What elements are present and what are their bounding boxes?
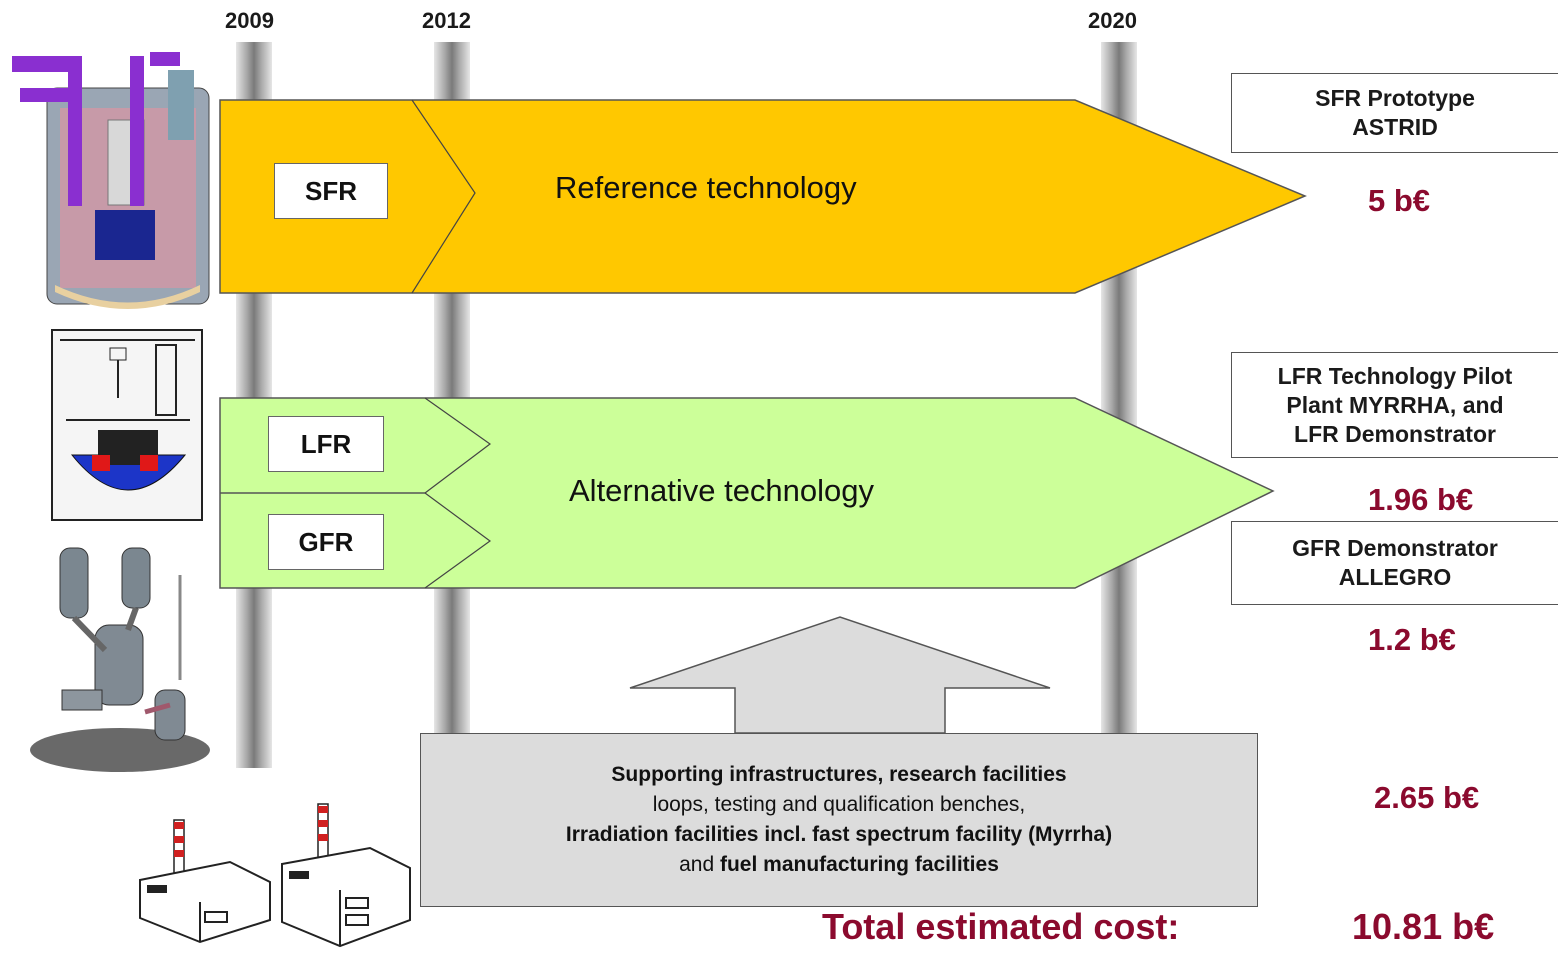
reference-chevron — [411, 99, 476, 294]
lfr-box-line-3: LFR Demonstrator — [1294, 420, 1496, 447]
reference-technology-label: Reference technology — [555, 170, 857, 205]
alternative-arrow — [219, 397, 1275, 589]
lfr-box-line-2: Plant MYRRHA, and — [1286, 391, 1504, 418]
support-line-2: loops, testing and qualification benches… — [652, 793, 1026, 816]
gfr-tag: GFR — [268, 514, 384, 570]
sfr-prototype-box: SFR Prototype ASTRID — [1231, 73, 1558, 153]
lfr-demonstrator-box: LFR Technology Pilot Plant MYRRHA, and L… — [1231, 352, 1558, 458]
sfr-tag: SFR — [274, 163, 388, 219]
gfr-cost: 1.2 b€ — [1368, 622, 1456, 657]
total-cost-value: 10.81 b€ — [1352, 906, 1495, 947]
lfr-tag: LFR — [268, 416, 384, 472]
total-cost-label: Total estimated cost: — [822, 906, 1180, 947]
sfr-reactor-icon — [12, 52, 210, 309]
gfr-box-line-2: ALLEGRO — [1338, 564, 1452, 590]
lfr-cost: 1.96 b€ — [1368, 482, 1474, 517]
support-line-4-bold: fuel manufacturing facilities — [719, 853, 999, 876]
lfr-reactor-icon — [51, 329, 203, 521]
support-line-4: and fuel manufacturing facilities — [679, 850, 999, 880]
supporting-infrastructures-box: Supporting infrastructures, research fac… — [420, 733, 1258, 907]
support-up-arrow — [629, 616, 1051, 734]
alternative-technology-label: Alternative technology — [569, 473, 875, 508]
gfr-chevron — [424, 492, 492, 589]
gfr-reactor-icon — [30, 547, 210, 772]
sfr-prototype-line-2: ASTRID — [1352, 114, 1438, 140]
support-line-1: Supporting infrastructures, research fac… — [611, 763, 1067, 786]
lfr-chevron — [424, 397, 492, 494]
support-line-4-prefix: and — [679, 853, 720, 876]
lfr-box-line-1: LFR Technology Pilot — [1277, 362, 1513, 389]
year-2012: 2012 — [422, 8, 471, 33]
gfr-box-line-1: GFR Demonstrator — [1292, 535, 1498, 561]
year-2009: 2009 — [225, 8, 274, 33]
gfr-demonstrator-box: GFR Demonstrator ALLEGRO — [1231, 521, 1558, 605]
reference-arrow — [219, 99, 1307, 294]
year-2020: 2020 — [1088, 8, 1137, 33]
sfr-prototype-line-1: SFR Prototype — [1315, 85, 1475, 111]
sfr-cost: 5 b€ — [1368, 183, 1431, 218]
support-line-3: Irradiation facilities incl. fast spectr… — [565, 823, 1113, 846]
support-cost: 2.65 b€ — [1374, 780, 1480, 815]
factory-icon — [139, 803, 411, 948]
